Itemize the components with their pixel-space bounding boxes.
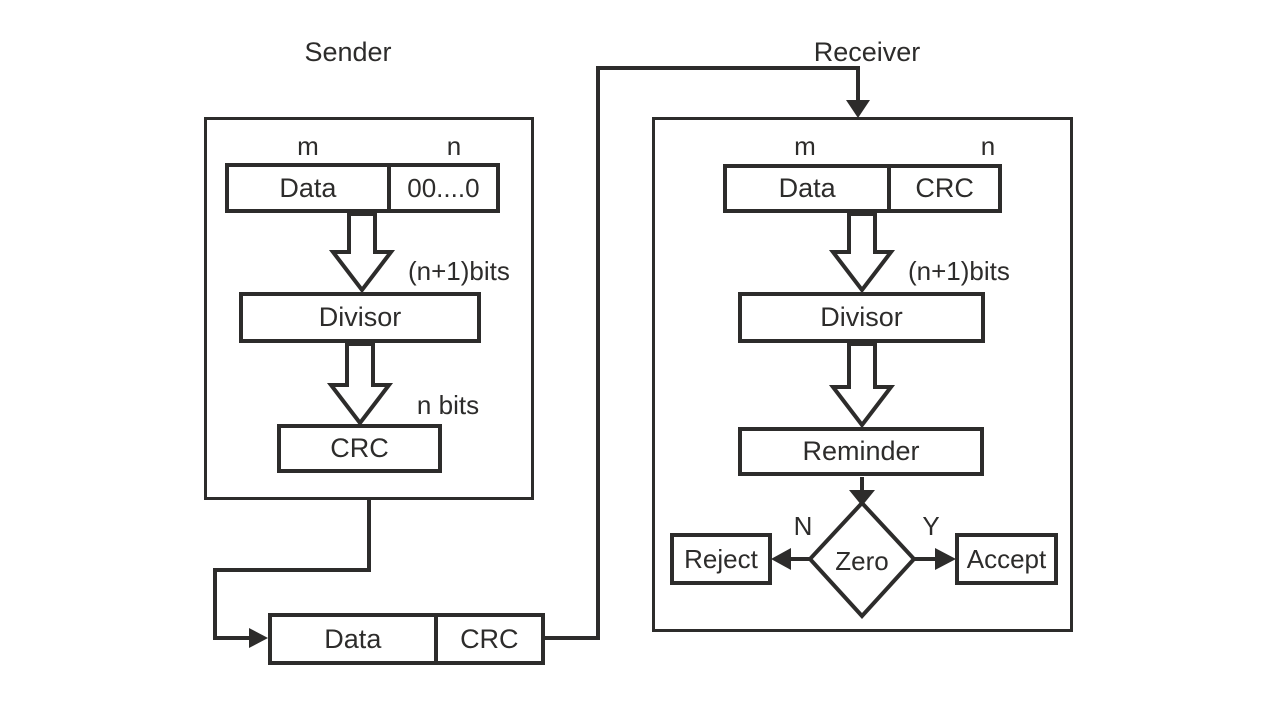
arrowhead-right2-icon xyxy=(935,548,956,570)
receiver-block-arrow-data-to-divisor-icon xyxy=(828,212,896,294)
sender-panel xyxy=(204,117,534,500)
receiver-frame-crc-cell: CRC xyxy=(887,168,998,209)
sender-output-connector xyxy=(213,499,371,640)
transmitted-frame-data-cell: Data xyxy=(324,623,382,654)
receiver-m-label: m xyxy=(794,131,816,161)
sender-n-bits-caption: n bits xyxy=(416,390,480,420)
receiver-title: Receiver xyxy=(813,37,921,67)
receiver-n-plus-1-bits-caption: (n+1)bits xyxy=(908,256,1010,286)
branch-no-label: N xyxy=(793,511,813,541)
transmitted-frame-crc-cell: CRC xyxy=(433,617,541,661)
transmitted-frame: Data CRC xyxy=(268,613,545,665)
zero-decision-label: Zero xyxy=(835,546,889,576)
branch-yes-label: Y xyxy=(922,511,940,541)
receiver-block-arrow-divisor-to-reminder-icon xyxy=(828,342,896,429)
accept-box: Accept xyxy=(955,533,1058,585)
sender-n-plus-1-bits-caption: (n+1)bits xyxy=(408,256,510,286)
arrowhead-down-small-icon xyxy=(849,490,875,506)
receiver-reminder-box: Reminder xyxy=(738,427,984,476)
reject-box: Reject xyxy=(670,533,772,585)
frame-to-receiver-connector xyxy=(545,66,860,640)
sender-frame: Data 00....0 xyxy=(225,163,500,213)
receiver-panel xyxy=(652,117,1073,632)
sender-n-label: n xyxy=(446,131,462,161)
sender-title: Sender xyxy=(304,37,392,67)
arrowhead-down-icon xyxy=(846,100,870,118)
sender-frame-padding-cell: 00....0 xyxy=(386,167,496,209)
receiver-divisor-box: Divisor xyxy=(738,292,985,343)
receiver-frame: Data CRC xyxy=(723,164,1002,213)
arrowhead-right-icon xyxy=(249,628,268,648)
receiver-n-label: n xyxy=(980,131,996,161)
arrowhead-left-icon xyxy=(771,548,791,570)
sender-block-arrow-divisor-to-crc-icon xyxy=(326,342,394,427)
sender-frame-data-cell: Data xyxy=(279,172,337,203)
sender-divisor-box: Divisor xyxy=(239,292,481,343)
sender-m-label: m xyxy=(297,131,319,161)
zero-decision-diamond xyxy=(807,500,917,619)
sender-crc-box: CRC xyxy=(277,424,442,473)
sender-block-arrow-data-to-divisor-icon xyxy=(328,212,396,294)
receiver-frame-data-cell: Data xyxy=(778,173,836,203)
